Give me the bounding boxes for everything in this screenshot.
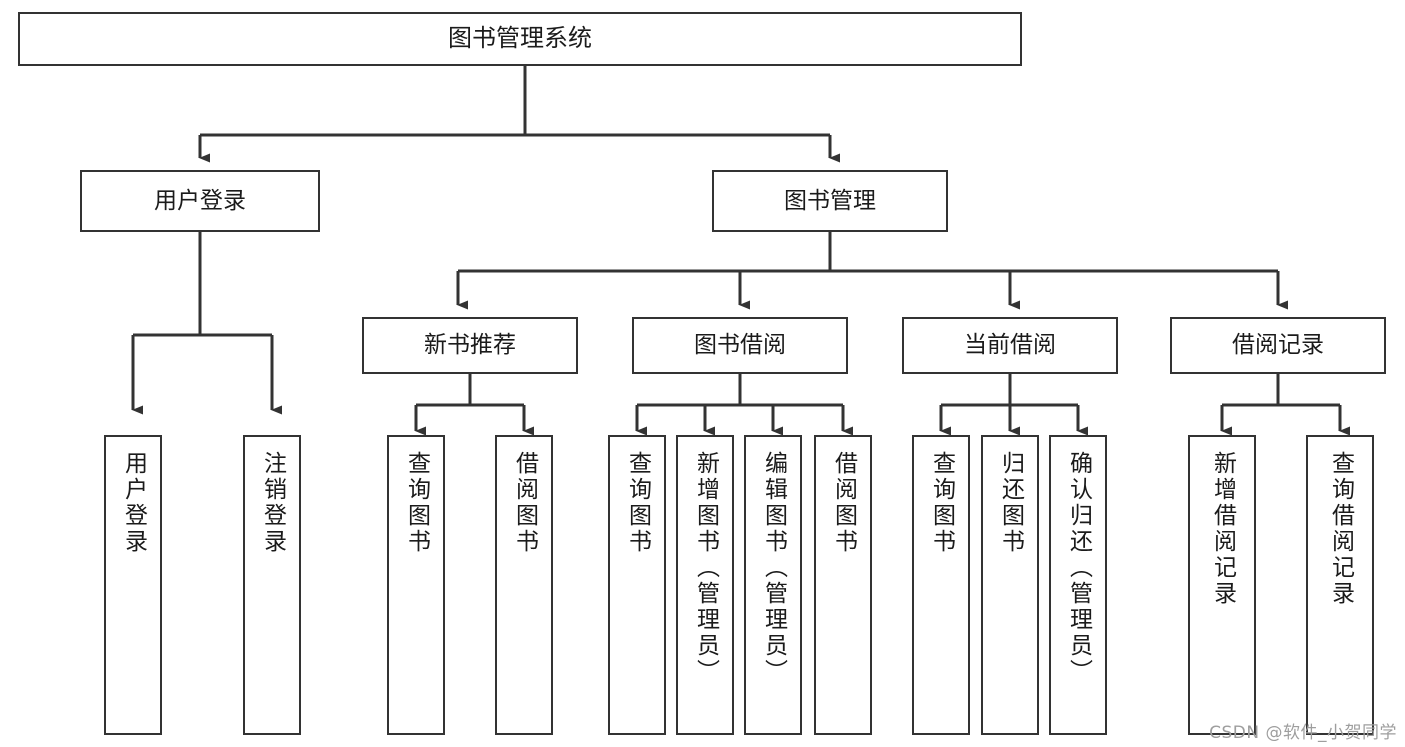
leaf-new-book-borrow[interactable]: 借阅图书 [495,435,553,735]
node-label: 新增图书（管理员） [692,451,719,685]
node-label: 查询图书 [403,451,430,555]
node-borrow-record[interactable]: 借阅记录 [1170,317,1386,374]
node-label: 图书管理系统 [448,24,592,53]
node-book-borrow[interactable]: 图书借阅 [632,317,848,374]
leaf-current-borrow-query[interactable]: 查询图书 [912,435,970,735]
node-label: 当前借阅 [964,332,1056,359]
node-label: 查询借阅记录 [1327,451,1354,607]
node-label: 查询图书 [624,451,651,555]
node-label: 用户登录 [120,451,147,555]
node-label: 用户登录 [154,187,246,214]
node-label: 新书推荐 [424,332,516,359]
leaf-book-borrow-query[interactable]: 查询图书 [608,435,666,735]
node-label: 归还图书 [997,451,1024,555]
node-label: 借阅记录 [1232,332,1324,359]
node-label: 借阅图书 [830,451,857,555]
node-book-management[interactable]: 图书管理 [712,170,948,232]
node-label: 图书管理 [784,187,876,214]
leaf-current-borrow-confirm[interactable]: 确认归还（管理员） [1049,435,1107,735]
leaf-borrow-record-query[interactable]: 查询借阅记录 [1306,435,1374,735]
node-label: 注销登录 [259,451,286,555]
node-new-book-recommend[interactable]: 新书推荐 [362,317,578,374]
node-root-system[interactable]: 图书管理系统 [18,12,1022,66]
leaf-user-login-logout[interactable]: 注销登录 [243,435,301,735]
leaf-book-borrow-add[interactable]: 新增图书（管理员） [676,435,734,735]
leaf-book-borrow-borrow[interactable]: 借阅图书 [814,435,872,735]
node-label: 确认归还（管理员） [1065,451,1092,685]
leaf-borrow-record-add[interactable]: 新增借阅记录 [1188,435,1256,735]
leaf-new-book-query[interactable]: 查询图书 [387,435,445,735]
node-label: 借阅图书 [511,451,538,555]
node-label: 图书借阅 [694,332,786,359]
leaf-user-login-login[interactable]: 用户登录 [104,435,162,735]
node-label: 新增借阅记录 [1209,451,1236,607]
node-current-borrow[interactable]: 当前借阅 [902,317,1118,374]
node-user-login[interactable]: 用户登录 [80,170,320,232]
leaf-current-borrow-return[interactable]: 归还图书 [981,435,1039,735]
node-label: 编辑图书（管理员） [760,451,787,685]
leaf-book-borrow-edit[interactable]: 编辑图书（管理员） [744,435,802,735]
node-label: 查询图书 [928,451,955,555]
